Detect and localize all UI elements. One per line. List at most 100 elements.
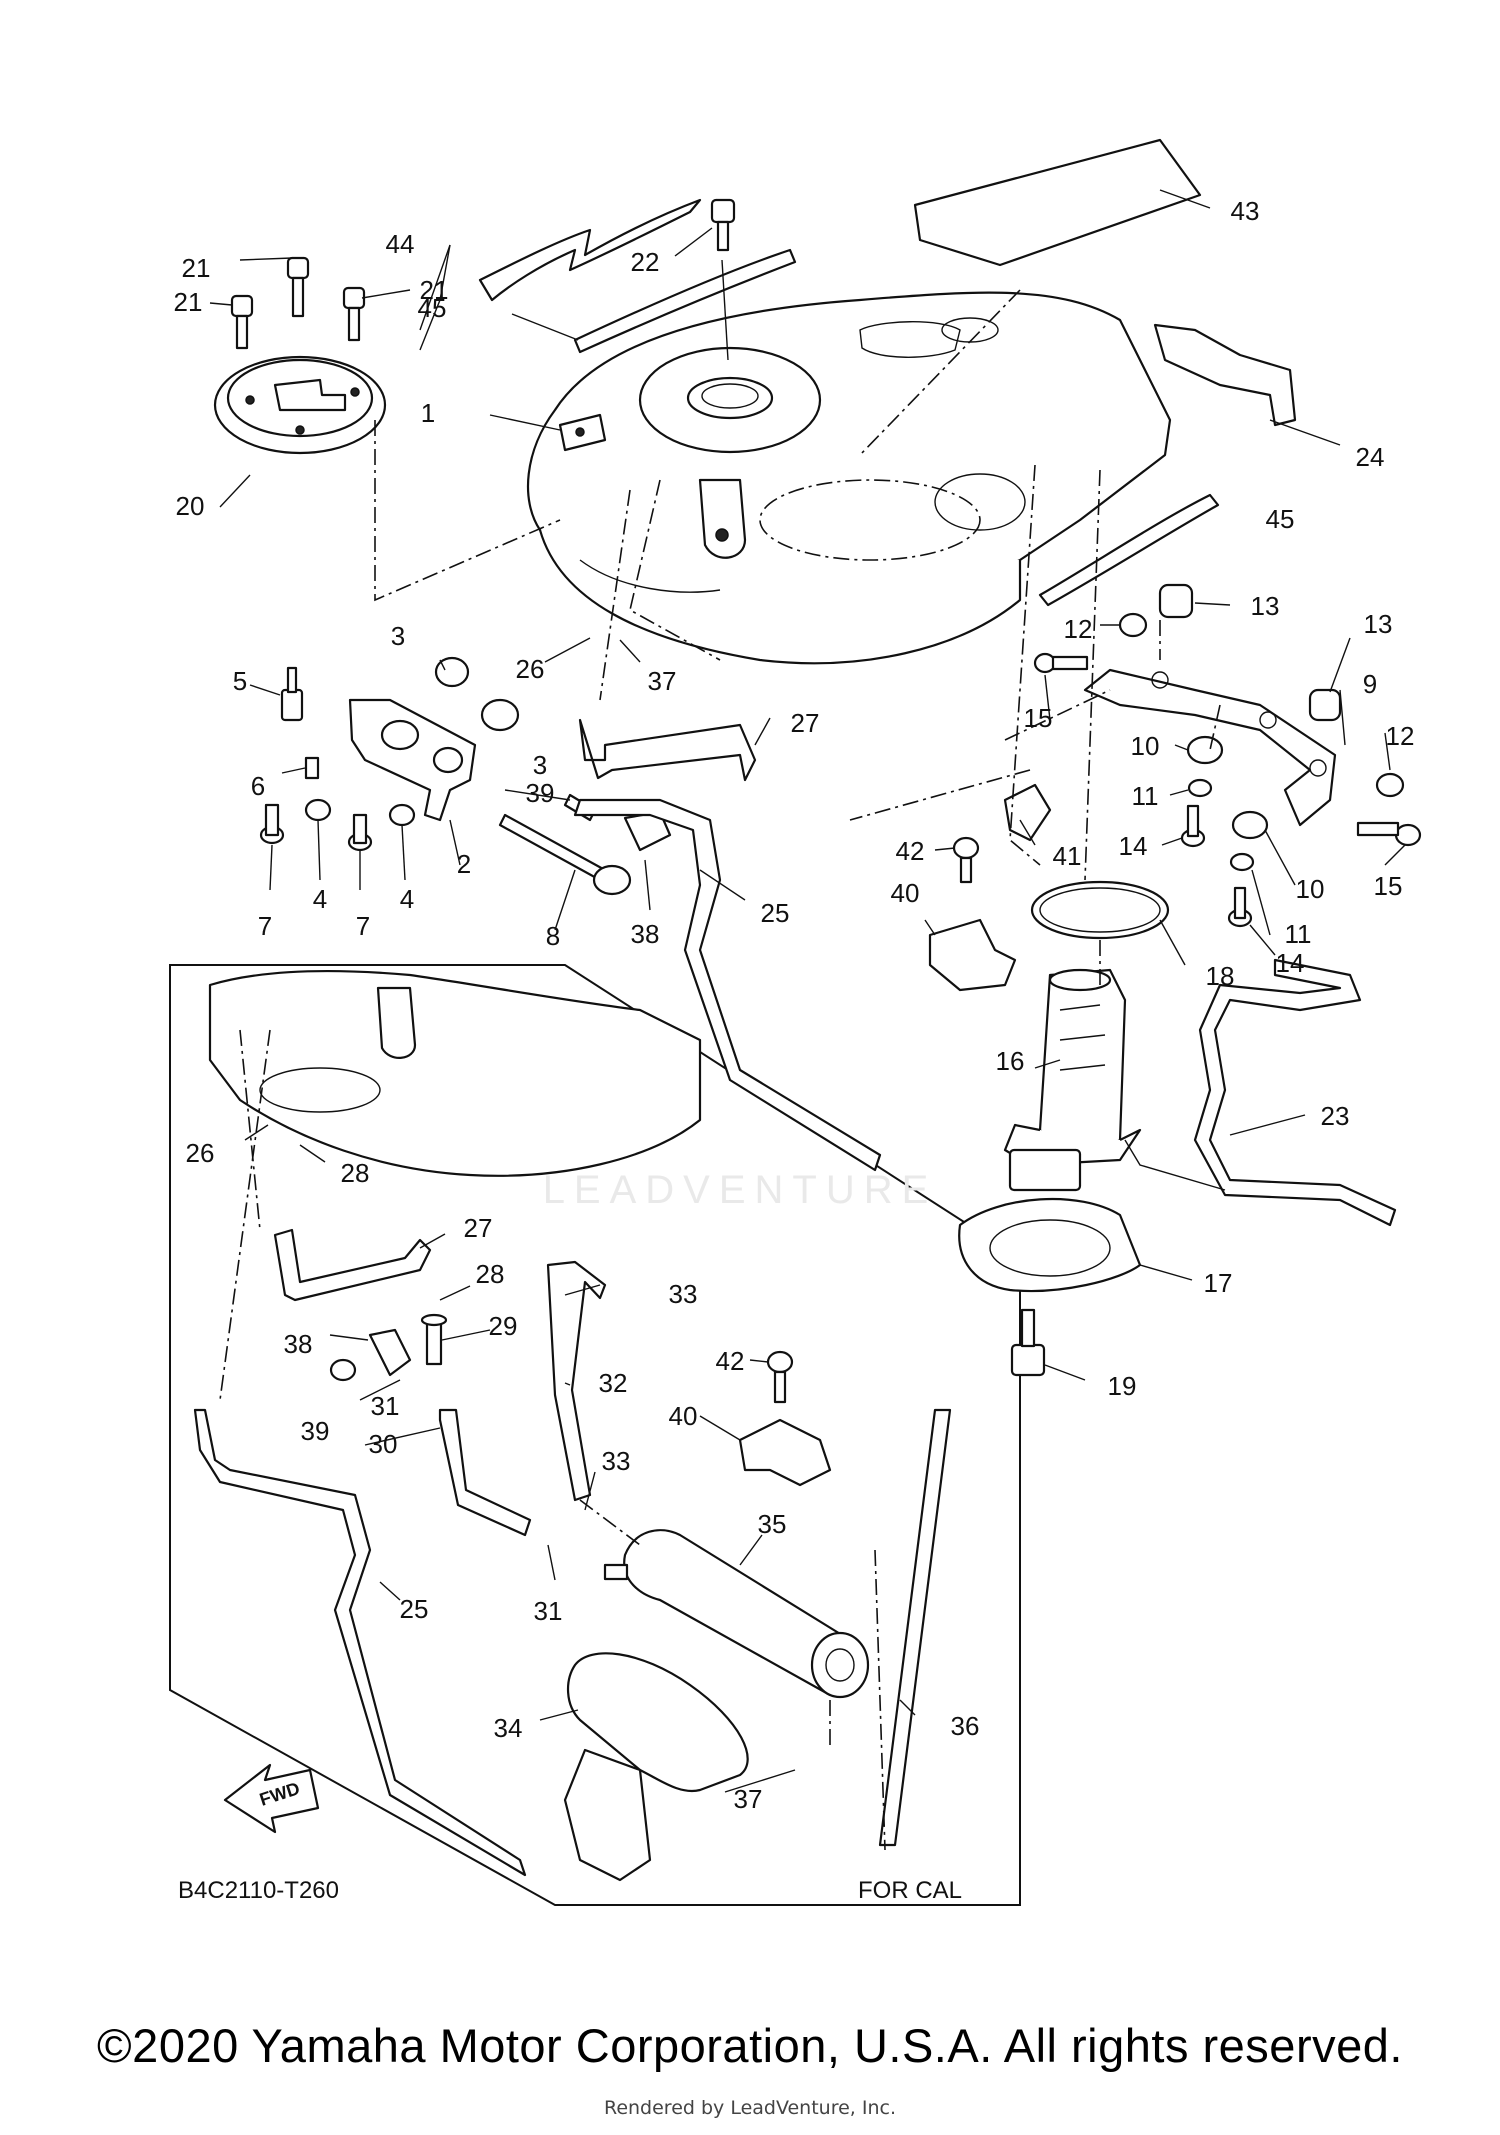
callout-6: 6 — [251, 771, 265, 801]
bracket-assembly-2 — [348, 656, 520, 822]
callout-21-b: 21 — [420, 275, 449, 305]
callout-37-b: 37 — [734, 1784, 763, 1814]
callout-18: 18 — [1206, 961, 1235, 991]
screw-42 — [952, 836, 980, 884]
collar-11-b — [1229, 852, 1255, 872]
callout-41: 41 — [1053, 841, 1082, 871]
hose-32 — [546, 1260, 607, 1502]
gasket-18 — [1030, 880, 1170, 940]
callout-4-b: 4 — [400, 884, 414, 914]
callout-28-a: 28 — [341, 1158, 370, 1188]
collar-4-a — [304, 798, 332, 822]
damper-10-b — [1231, 810, 1269, 840]
callout-32: 32 — [599, 1368, 628, 1398]
grommet-13-a — [1158, 583, 1194, 619]
bolt-21-b — [342, 286, 366, 342]
callout-33-a: 33 — [669, 1279, 698, 1309]
callout-13-b: 13 — [1364, 609, 1393, 639]
callout-44: 44 — [386, 229, 415, 259]
callout-25-b: 25 — [400, 1594, 429, 1624]
callout-42-b: 42 — [716, 1346, 745, 1376]
collar-11-a — [1187, 778, 1213, 798]
clamp-38-inset — [368, 1328, 412, 1377]
callout-23: 23 — [1321, 1101, 1350, 1131]
bolt-21-a — [286, 256, 310, 318]
callout-35: 35 — [758, 1509, 787, 1539]
bolt-7-a — [259, 803, 285, 845]
callout-42-a: 42 — [896, 836, 925, 866]
callout-38-b: 38 — [284, 1329, 313, 1359]
damper-10-a — [1186, 735, 1224, 765]
inset-frame — [169, 964, 1021, 1906]
callout-21-c: 21 — [174, 287, 203, 317]
callout-11-b: 11 — [1285, 919, 1312, 949]
bolt-15-b — [1356, 821, 1422, 847]
hose-36 — [878, 1408, 952, 1847]
bracket-40 — [928, 918, 1017, 992]
callout-39-b: 39 — [301, 1416, 330, 1446]
fwd-arrow: FWD — [223, 1763, 320, 1834]
plate-17 — [958, 1197, 1142, 1293]
callout-4-a: 4 — [313, 884, 327, 914]
diagram-code: B4C2110-T260 — [178, 1877, 339, 1904]
callout-31-b: 31 — [534, 1596, 563, 1626]
grommet-12-b — [1375, 772, 1405, 798]
callout-15-b: 15 — [1374, 871, 1403, 901]
bolt-8 — [498, 813, 632, 896]
callouts: 1 2 3 3 4 4 5 6 7 7 8 9 10 10 11 11 12 1… — [174, 196, 1415, 1814]
bracket-9 — [1083, 668, 1337, 827]
callout-28-b: 28 — [476, 1259, 505, 1289]
hose-27 — [578, 718, 757, 782]
bolt-19 — [1010, 1308, 1046, 1377]
grommet-13-b — [1308, 688, 1342, 722]
bolt-7-b — [347, 813, 373, 852]
callout-17: 17 — [1204, 1268, 1233, 1298]
callout-7-a: 7 — [258, 911, 272, 941]
callout-14-b: 14 — [1276, 948, 1305, 978]
callout-2: 2 — [457, 849, 471, 879]
collar-4-b — [388, 803, 416, 827]
callout-29: 29 — [489, 1311, 518, 1341]
callout-38-a: 38 — [631, 919, 660, 949]
rendered-by-notice: Rendered by LeadVenture, Inc. — [603, 2097, 897, 2119]
callout-20: 20 — [176, 491, 205, 521]
callout-12-b: 12 — [1386, 721, 1415, 751]
callout-19: 19 — [1108, 1371, 1137, 1401]
hose-25-inset — [193, 1408, 527, 1877]
holder-34 — [563, 1652, 749, 1882]
leader-lines — [209, 189, 1406, 1793]
callout-14-a: 14 — [1119, 831, 1148, 861]
callout-8: 8 — [546, 921, 560, 951]
fuel-tank — [526, 291, 1172, 665]
hose-25 — [573, 798, 882, 1172]
callout-33-b: 33 — [602, 1446, 631, 1476]
bolt-39-inset — [329, 1358, 357, 1382]
callout-26-a: 26 — [516, 654, 545, 684]
trim-45-lower — [1038, 493, 1220, 607]
callout-24: 24 — [1356, 442, 1385, 472]
callout-9: 9 — [1363, 669, 1377, 699]
callout-37-a: 37 — [648, 666, 677, 696]
bolt-15-a — [1033, 652, 1089, 674]
hose-30 — [438, 1408, 532, 1537]
callout-11-a: 11 — [1132, 781, 1159, 811]
joint-29 — [420, 1313, 448, 1366]
canister-35 — [603, 1529, 870, 1699]
callout-26-b: 26 — [186, 1138, 215, 1168]
callout-31-a: 31 — [371, 1391, 400, 1421]
bracket-40-inset — [738, 1418, 832, 1487]
bolt-6 — [304, 756, 320, 780]
callout-5: 5 — [233, 666, 247, 696]
callout-39-a: 39 — [526, 778, 555, 808]
clip-41 — [1003, 783, 1052, 842]
assembly-guides — [219, 289, 1221, 1851]
cover-24 — [1153, 323, 1297, 427]
bolt-14-a — [1180, 804, 1206, 848]
callout-10-a: 10 — [1131, 731, 1160, 761]
sensor-5 — [280, 666, 304, 722]
fuel-cap — [213, 355, 387, 455]
callout-45-a: 45 — [418, 293, 447, 323]
callout-43: 43 — [1231, 196, 1260, 226]
bolt-21-c — [230, 294, 254, 350]
